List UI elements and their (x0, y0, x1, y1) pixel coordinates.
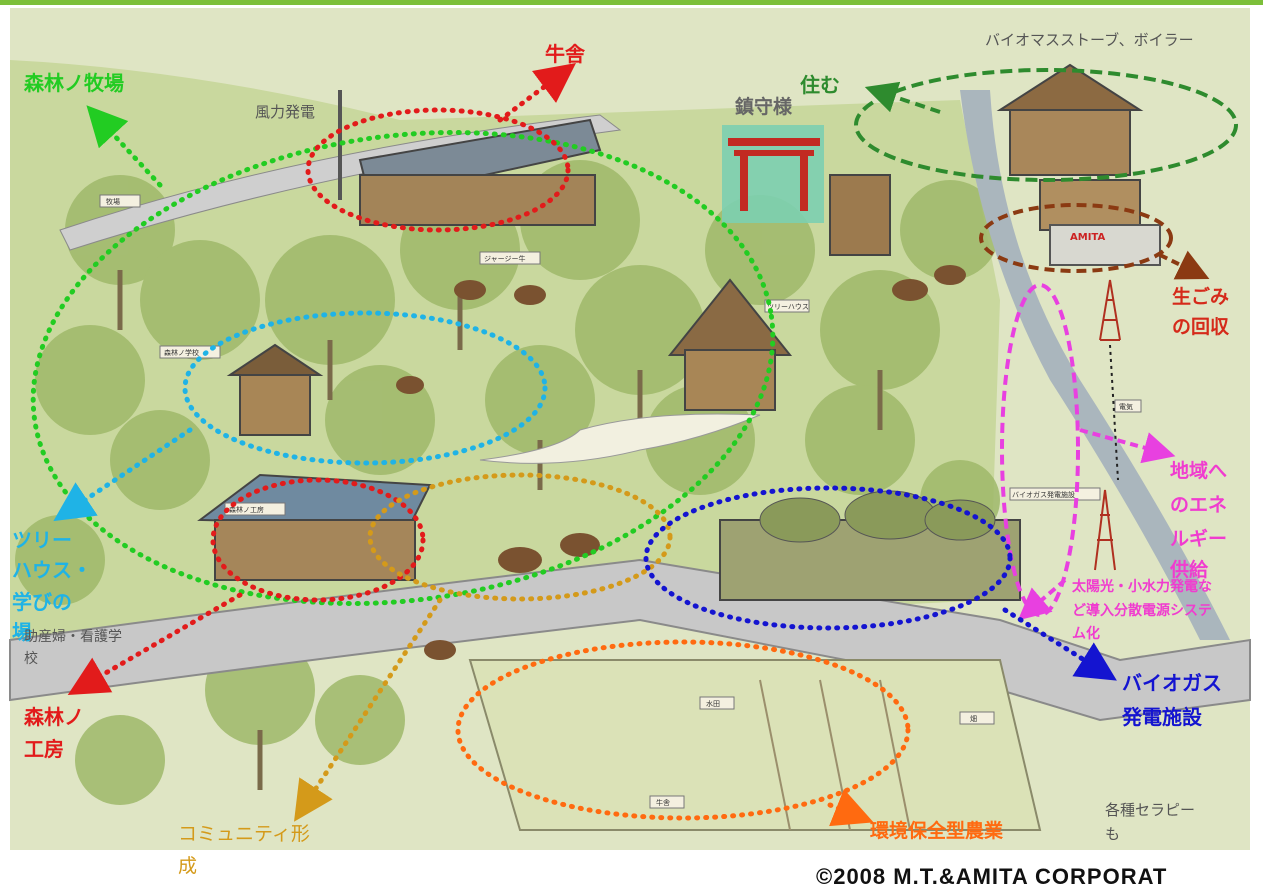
region-namagomi (979, 203, 1173, 273)
path-winding (479, 413, 761, 464)
label-community-line2: 成 (178, 855, 198, 877)
sign-jersey: ジャージー牛 (484, 254, 526, 263)
treehouse-left-body (239, 374, 311, 436)
region-kobo (210, 477, 426, 603)
label-chiiki-line3: ルギー (1170, 528, 1228, 550)
arrow-energy (1079, 428, 1176, 464)
barn-body (359, 174, 596, 226)
arrow-shinrin-bokujo (86, 105, 163, 188)
arrow-biogas (1002, 607, 1117, 681)
arrow-namagomi (1159, 250, 1210, 280)
arrow-kobo (67, 592, 243, 696)
label-shinrin-bokujo: 森林ノ牧場 (24, 71, 124, 95)
sign-kobo: 森林ノ工房 (229, 505, 264, 514)
region-agriculture (455, 639, 911, 821)
main-road (9, 558, 1251, 722)
cows (396, 265, 966, 660)
region-sumu (854, 68, 1238, 182)
label-chinjusama: 鎮守様 (735, 96, 793, 118)
region-energy (1000, 283, 1080, 617)
aframe-house (829, 174, 891, 256)
region-biogas (643, 485, 1013, 631)
region-community (367, 472, 673, 602)
arrow-power-line (1109, 344, 1119, 481)
region-shinrin-bokujo (30, 129, 776, 607)
power-pylon (1094, 279, 1121, 571)
sign-biogas: バイオガス発電施設 (1012, 490, 1075, 499)
treehouse-center-body (684, 349, 776, 411)
copyright-notice: ©2008 M.T.&AMITA CORPORAT (816, 864, 1168, 889)
arrow-sumu (864, 81, 941, 114)
arrow-gyusha (497, 63, 576, 123)
label-fuuryoku: 風力発電 (255, 103, 316, 121)
amita-truck (1049, 224, 1161, 266)
label-josanpu-line1: 助産婦・看護学 (24, 629, 122, 645)
biogas-domes (759, 490, 996, 543)
house-top-right (1009, 104, 1131, 176)
tree-trunks (117, 270, 883, 790)
label-chiiki-line2: のエネ (1170, 494, 1228, 516)
shrine-torii-icon (722, 125, 824, 223)
sign-suiden: 水田 (706, 699, 720, 708)
label-treehouse-line3: 学びの (12, 590, 72, 614)
label-namagomi-line1: 生ごみ (1172, 286, 1230, 308)
sign-kajo: 牛舎 (656, 798, 670, 807)
label-gyusha: 牛舎 (545, 42, 585, 66)
label-treehouse-line4: 場 (12, 620, 32, 644)
label-kobo-line1: 森林ノ (24, 705, 84, 729)
sign-denki: 電気 (1119, 402, 1133, 411)
house-top-right-roof (996, 63, 1144, 111)
sign-treehouse: ツリーハウス (767, 303, 809, 311)
label-biogas-line2: 発電施設 (1122, 705, 1202, 729)
workshop-body (214, 519, 416, 581)
label-treehouse-line1: ツリー (12, 528, 72, 552)
sign-bokujo: 牧場 (106, 197, 120, 206)
sign-boards: ジャージー牛 ツリーハウス 森林ノ学校 森林ノ工房 バイオガス発電施設 電気 牧… (99, 194, 1142, 809)
label-therapy-line1: 各種セラピー (1105, 801, 1196, 819)
label-chiiki-line1: 地域へ (1170, 460, 1228, 482)
label-namagomi-line2: の回収 (1172, 316, 1230, 338)
region-gyusha (305, 107, 571, 233)
sign-shinrin-gakko: 森林ノ学校 (164, 348, 199, 357)
label-therapy-line2: も (1105, 825, 1121, 843)
arrow-treehouse (53, 427, 193, 522)
label-josanpu-line2: 校 (24, 651, 38, 667)
sign-amita: AMITA (1070, 232, 1105, 243)
label-chiiki-line4: 供給 (1170, 559, 1209, 581)
label-treehouse-line2: ハウス・ (12, 558, 92, 582)
top-accent-bar (0, 0, 1263, 5)
label-kobo-line2: 工房 (24, 737, 64, 761)
label-biomass: バイオマスストーブ、ボイラー (985, 31, 1194, 49)
label-taiyoko-line3: ム化 (1072, 626, 1100, 642)
label-sumu: 住む (800, 73, 840, 97)
label-community-line1: コミュニティ形 (178, 823, 310, 845)
label-taiyoko-line1: 太陽光・小水力発電な (1072, 579, 1212, 595)
label-biogas-line1: バイオガス (1122, 671, 1222, 695)
label-taiyoko-line2: ど導入分散電源システ (1072, 603, 1212, 619)
label-kankyo: 環境保全型農業 (870, 820, 1004, 842)
arrow-energy-lower (1017, 578, 1067, 621)
arrow-community (294, 597, 443, 822)
sign-hatake: 畑 (970, 715, 977, 723)
river (960, 90, 1230, 640)
region-treehouse (182, 310, 548, 466)
house-mid-right (1039, 179, 1141, 231)
